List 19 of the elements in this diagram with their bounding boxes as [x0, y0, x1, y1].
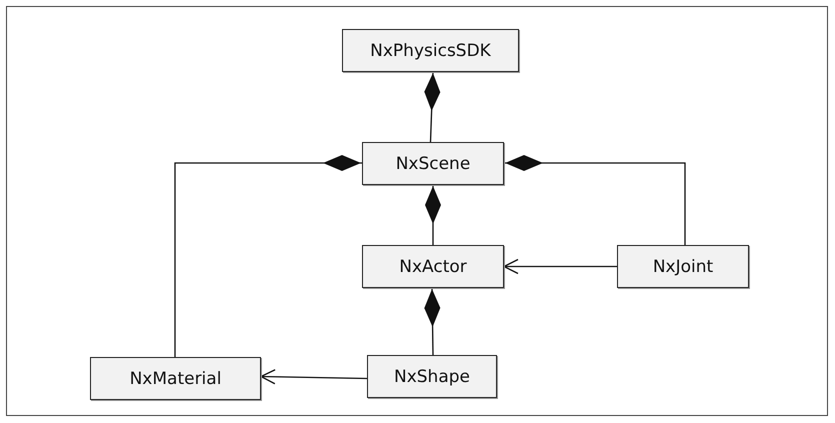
- composition-connector: [174, 155, 362, 357]
- class-name: NxShape: [394, 366, 470, 386]
- composition-connector: [425, 185, 441, 245]
- composition-connector: [424, 72, 440, 142]
- association-arrow: [260, 369, 368, 384]
- class-box: [362, 245, 504, 288]
- composition-connector: [424, 288, 440, 355]
- class-box: [362, 142, 504, 185]
- class-name: NxActor: [399, 256, 467, 276]
- class-name: NxJoint: [652, 256, 714, 276]
- class-box: [342, 29, 519, 72]
- class-name: NxPhysicsSDK: [370, 40, 491, 60]
- class-name: NxScene: [396, 154, 470, 174]
- class-box: [90, 357, 261, 400]
- class-name: NxMaterial: [130, 368, 222, 388]
- association-arrow: [503, 258, 617, 274]
- composition-connector: [504, 155, 686, 245]
- class-box: [617, 245, 749, 288]
- class-box: [367, 355, 497, 398]
